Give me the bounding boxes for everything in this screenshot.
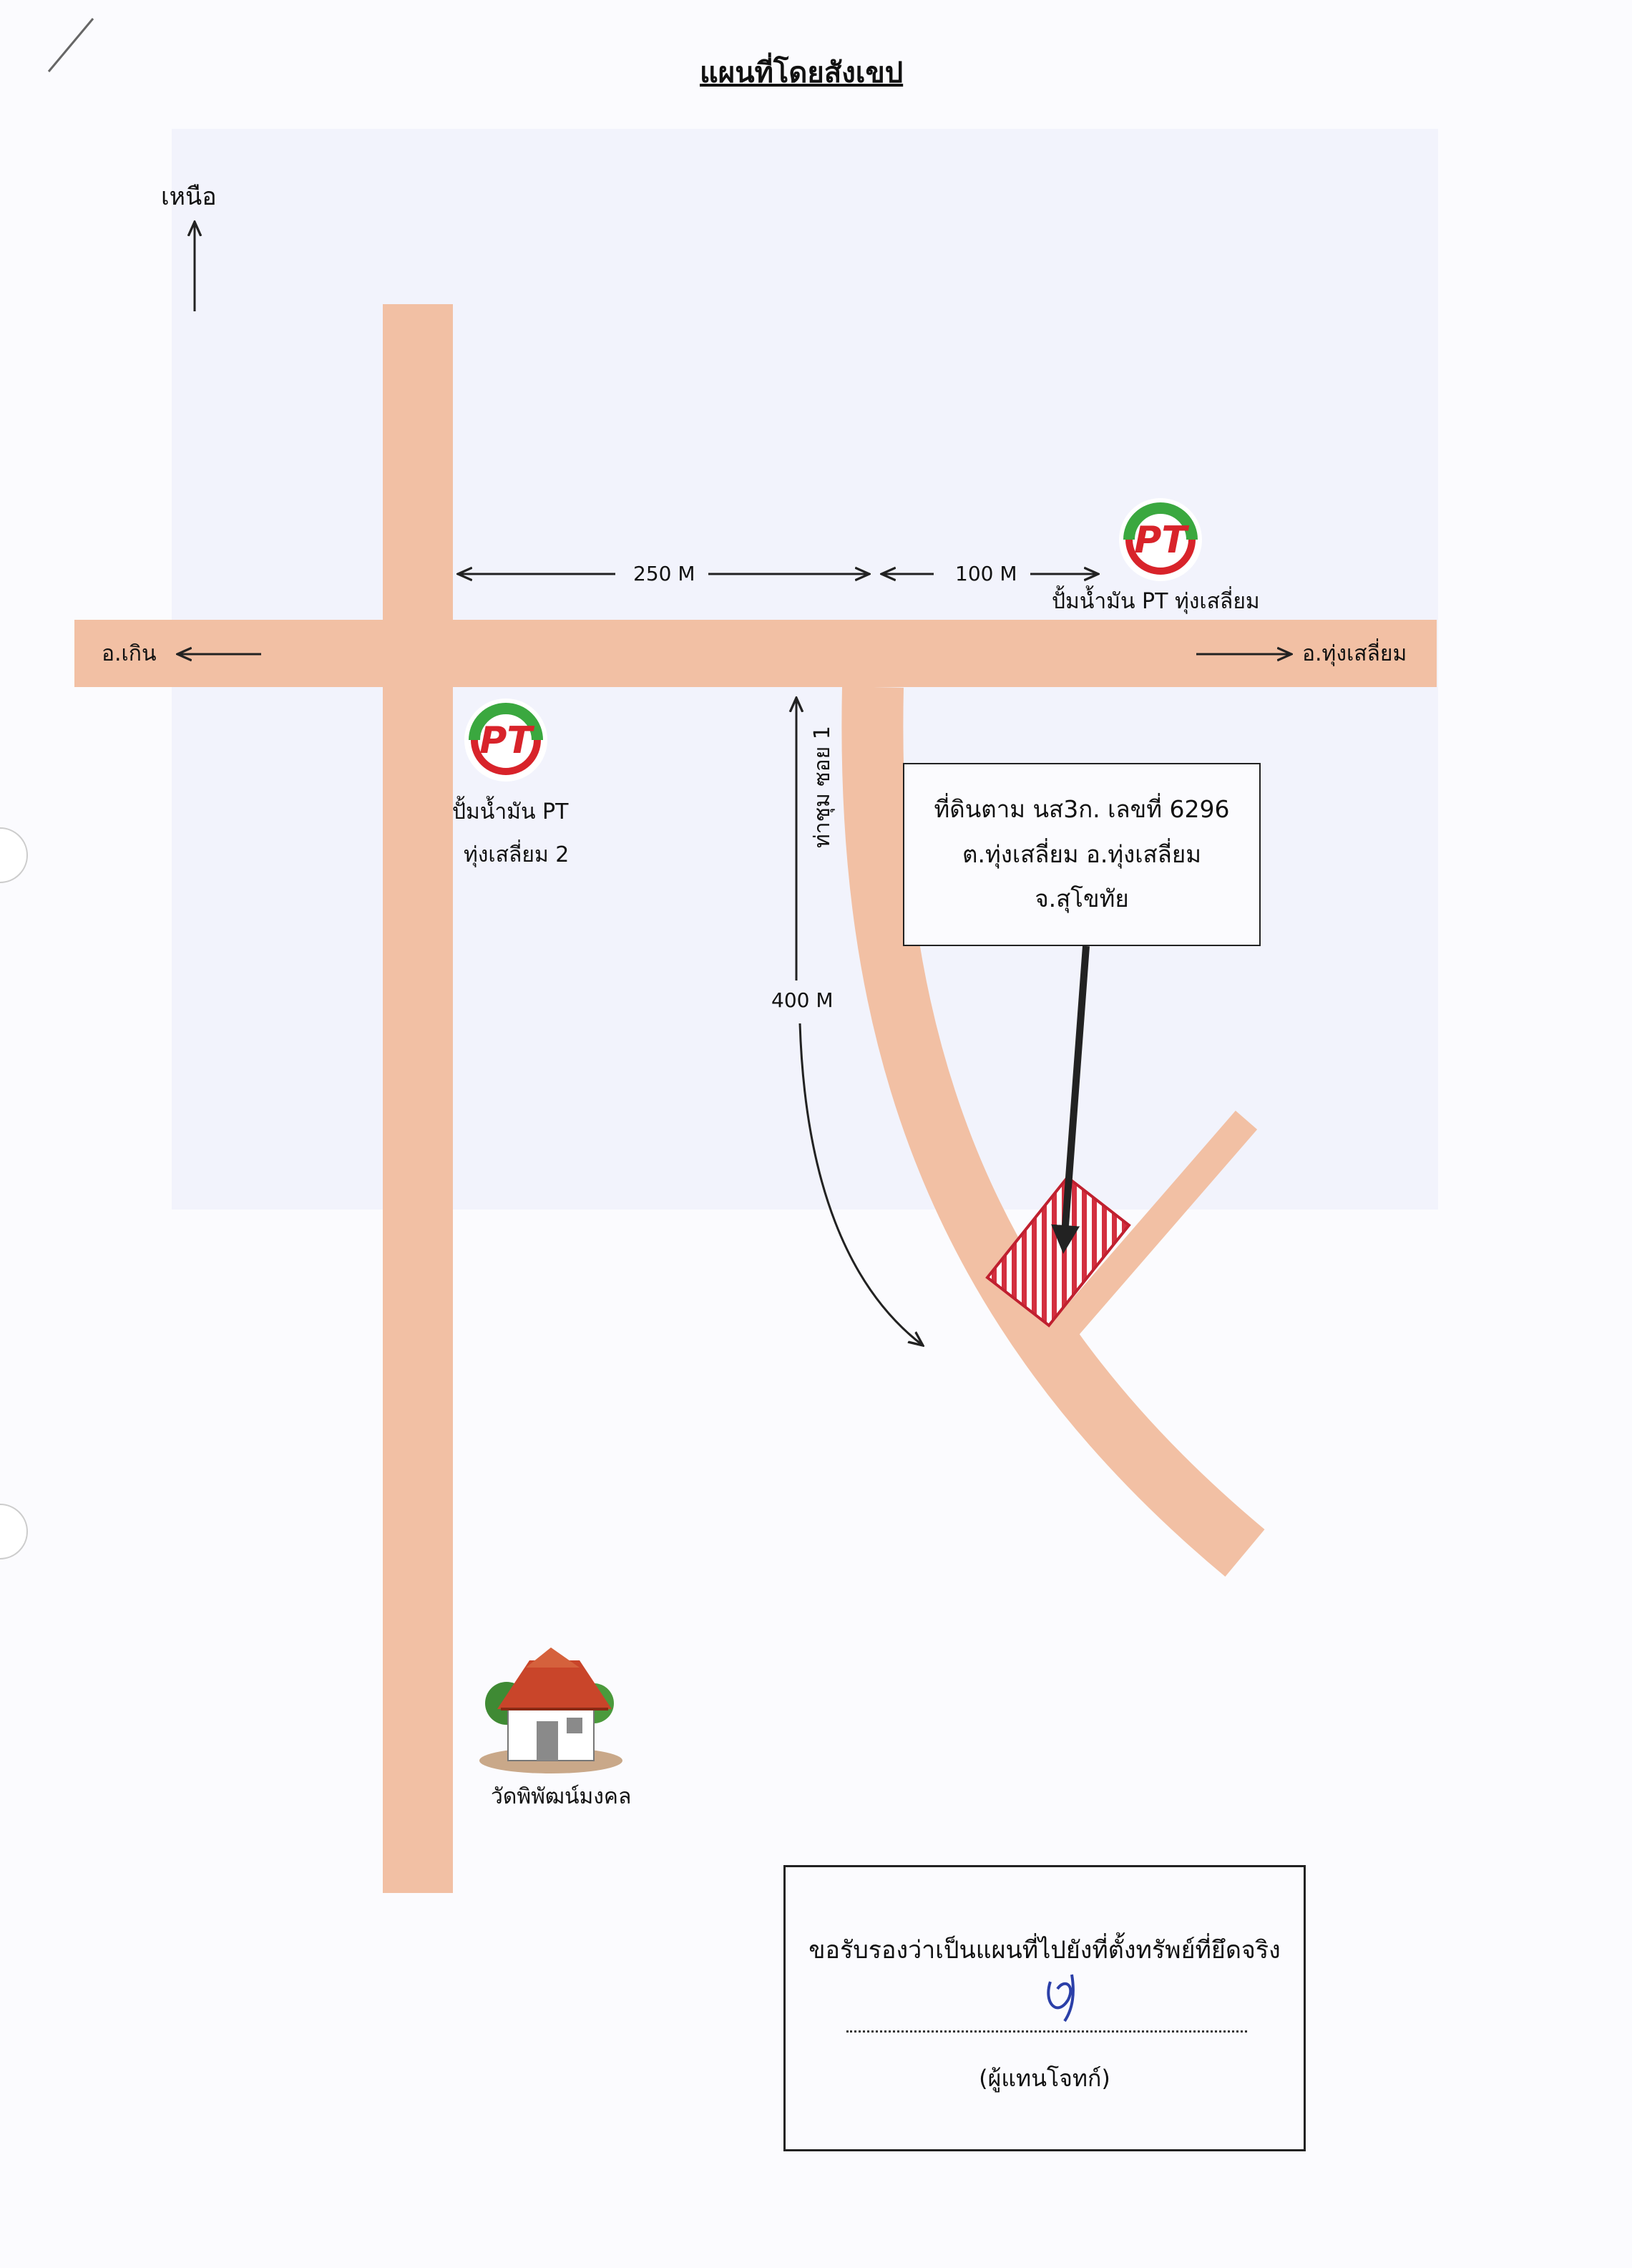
signature-mark — [1047, 1974, 1075, 2023]
road-label-east: อ.ทุ่งเสลี่ยม — [1302, 641, 1407, 666]
certification-statement: ขอรับรองว่าเป็นแผนที่ไปยังที่ตั้งทรัพย์ท… — [808, 1936, 1281, 1965]
branch-road — [1033, 1110, 1258, 1363]
signer-role: (ผู้แทนโจทก์) — [979, 2065, 1110, 2092]
station-1-label: ปั้มน้ำมัน PT ทุ่งเสลี่ยม — [1052, 589, 1260, 614]
north-label: เหนือ — [161, 182, 217, 211]
land-plot-line2: ต.ทุ่งเสลี่ยม อ.ทุ่งเสลี่ยม — [962, 839, 1201, 868]
land-plot-info-box: ที่ดินตาม นส3ก. เลขที่ 6296 ต.ทุ่งเสลี่ย… — [903, 763, 1261, 946]
dist-arrow-400-lower — [798, 1023, 923, 1345]
north-south-road — [383, 304, 453, 1893]
signature-line — [846, 2030, 1247, 2033]
hole-punch — [0, 827, 28, 883]
pt-logo-text: PT — [479, 719, 534, 762]
distance-label-400: 400 M — [771, 988, 834, 1012]
station-2-label-line1: ปั้มน้ำมัน PT — [452, 799, 569, 824]
pen-mark — [47, 18, 94, 72]
station-2-label-line2: ทุ่งเสลี่ยม 2 — [464, 842, 570, 867]
land-plot-line1: ที่ดินตาม นส3ก. เลขที่ 6296 — [934, 794, 1230, 823]
distance-label-100: 100 M — [955, 562, 1017, 585]
temple-icon — [479, 1648, 622, 1773]
pt-logo-icon: PT — [1115, 494, 1206, 588]
pt-logo-icon: PT — [460, 694, 552, 789]
road-label-west: อ.เกิน — [102, 641, 157, 666]
soi-name-label: ท่าชุม ซอย 1 — [810, 726, 835, 848]
plot-pointer-arrow — [1051, 945, 1090, 1254]
page-title: แผนที่โดยสังเขป — [700, 57, 904, 89]
temple-label: วัดพิพัฒน์มงคล — [491, 1784, 632, 1809]
certification-box: ขอรับรองว่าเป็นแผนที่ไปยังที่ตั้งทรัพย์ท… — [783, 1865, 1306, 2151]
pt-logo-text: PT — [1134, 519, 1189, 562]
soi-road — [841, 686, 1265, 1577]
distance-label-250: 250 M — [633, 562, 695, 585]
land-plot-line3: จ.สุโขทัย — [1035, 885, 1129, 913]
hole-punch — [0, 1504, 28, 1559]
